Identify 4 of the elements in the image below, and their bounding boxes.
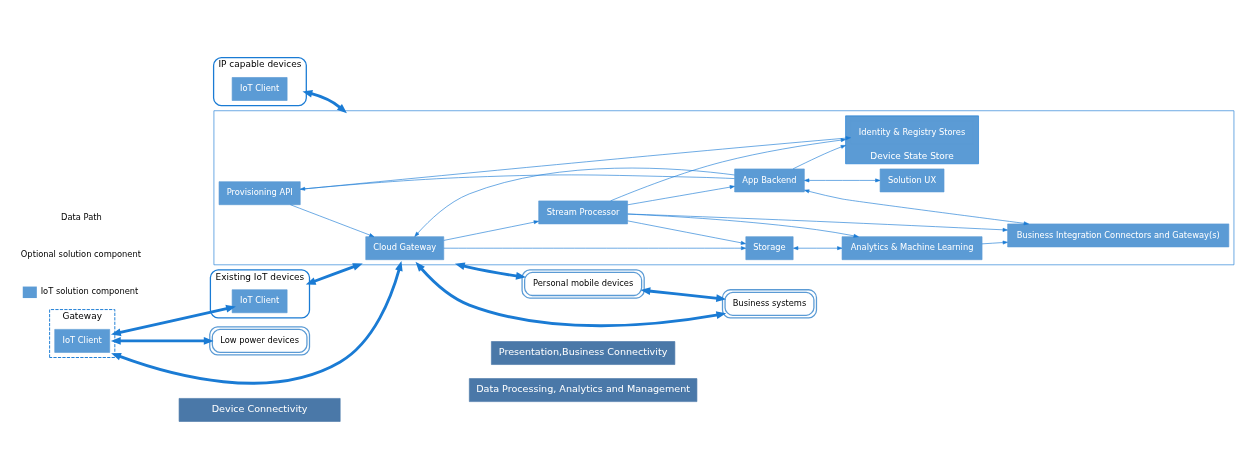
legend-label: Data Path (61, 211, 102, 222)
node-text: Identity & Registry Stores (858, 126, 966, 137)
legend-label: IoT solution component (40, 286, 139, 297)
legend-label: Optional solution component (20, 248, 141, 259)
